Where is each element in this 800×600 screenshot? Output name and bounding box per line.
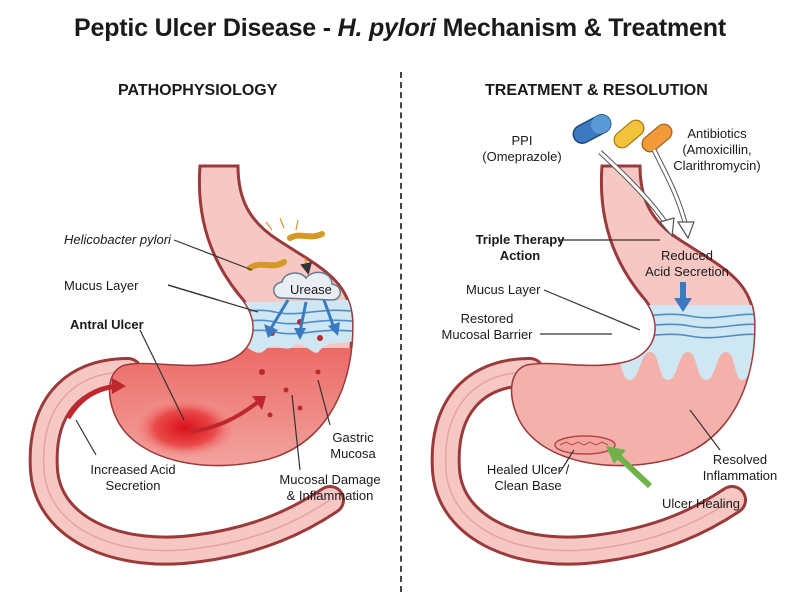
triple-therapy-label: Triple Therapy Action [470,232,570,264]
healed-ulcer-line-2: Clean Base [494,478,562,493]
urease-cloud [273,271,341,301]
restored-barrier-line-2: Mucosal Barrier [441,327,533,342]
reduced-acid-line-2: Acid Secretion [645,264,729,279]
resolved-inflammation-label: Resolved Inflammation [690,452,790,484]
right-mucus-layer-label: Mucus Layer [466,282,541,297]
antibiotics-drug-2: Clarithromycin) [673,158,761,173]
treatment-heading: TREATMENT & RESOLUTION [485,82,708,99]
reduced-acid-label: Reduced Acid Secretion [632,248,742,280]
healed-ulcer-label: Healed Ulcer / Clean Base [478,462,578,494]
ppi-title: PPI [511,133,533,148]
h-pylori-label: Helicobacter pylori [64,232,171,247]
pathophysiology-heading: PATHOPHYSIOLOGY [118,82,278,99]
restored-barrier-label: Restored Mucosal Barrier [432,311,542,343]
antibiotics-drug-1: (Amoxicillin, [682,142,752,157]
mucosal-damage-label: Mucosal Damage & Inflammation [270,472,390,504]
reduced-acid-line-1: Reduced [660,248,714,263]
antibiotic-capsules-icon [613,119,673,153]
mucosal-damage-line-2: & Inflammation [286,488,374,503]
gastric-mucosa-line-2: Mucosa [330,446,376,461]
antibiotics-title: Antibiotics [687,126,747,141]
mucosal-damage-line-1: Mucosal Damage [279,472,381,487]
increased-acid-label: Increased Acid Secretion [78,462,188,494]
panel-divider [400,72,402,592]
ppi-capsule-icon [572,114,612,144]
resolved-inflammation-line-1: Resolved [712,452,768,467]
page-title: Peptic Ulcer Disease - H. pylori Mechani… [74,14,726,42]
gastric-mucosa-line-1: Gastric [332,430,374,445]
ppi-label: PPI (Omeprazole) [472,133,572,165]
gastric-mucosa-label: Gastric Mucosa [318,430,388,462]
triple-therapy-line-1: Triple Therapy [475,232,565,247]
increased-acid-line-1: Increased Acid [90,462,176,477]
ulcer-healing-label: Ulcer Healing [662,496,741,511]
increased-acid-line-2: Secretion [105,478,161,493]
resolved-inflammation-line-2: Inflammation [702,468,778,483]
ppi-drug: (Omeprazole) [482,149,562,164]
healed-ulcer-line-1: Healed Ulcer / [486,462,570,477]
antibiotics-label: Antibiotics (Amoxicillin, Clarithromycin… [662,126,772,174]
urease-label: Urease [290,282,332,297]
mucus-layer-label: Mucus Layer [64,278,139,293]
restored-barrier-line-1: Restored [460,311,514,326]
triple-therapy-line-2: Action [499,248,541,263]
antral-ulcer-label: Antral Ulcer [70,317,144,332]
